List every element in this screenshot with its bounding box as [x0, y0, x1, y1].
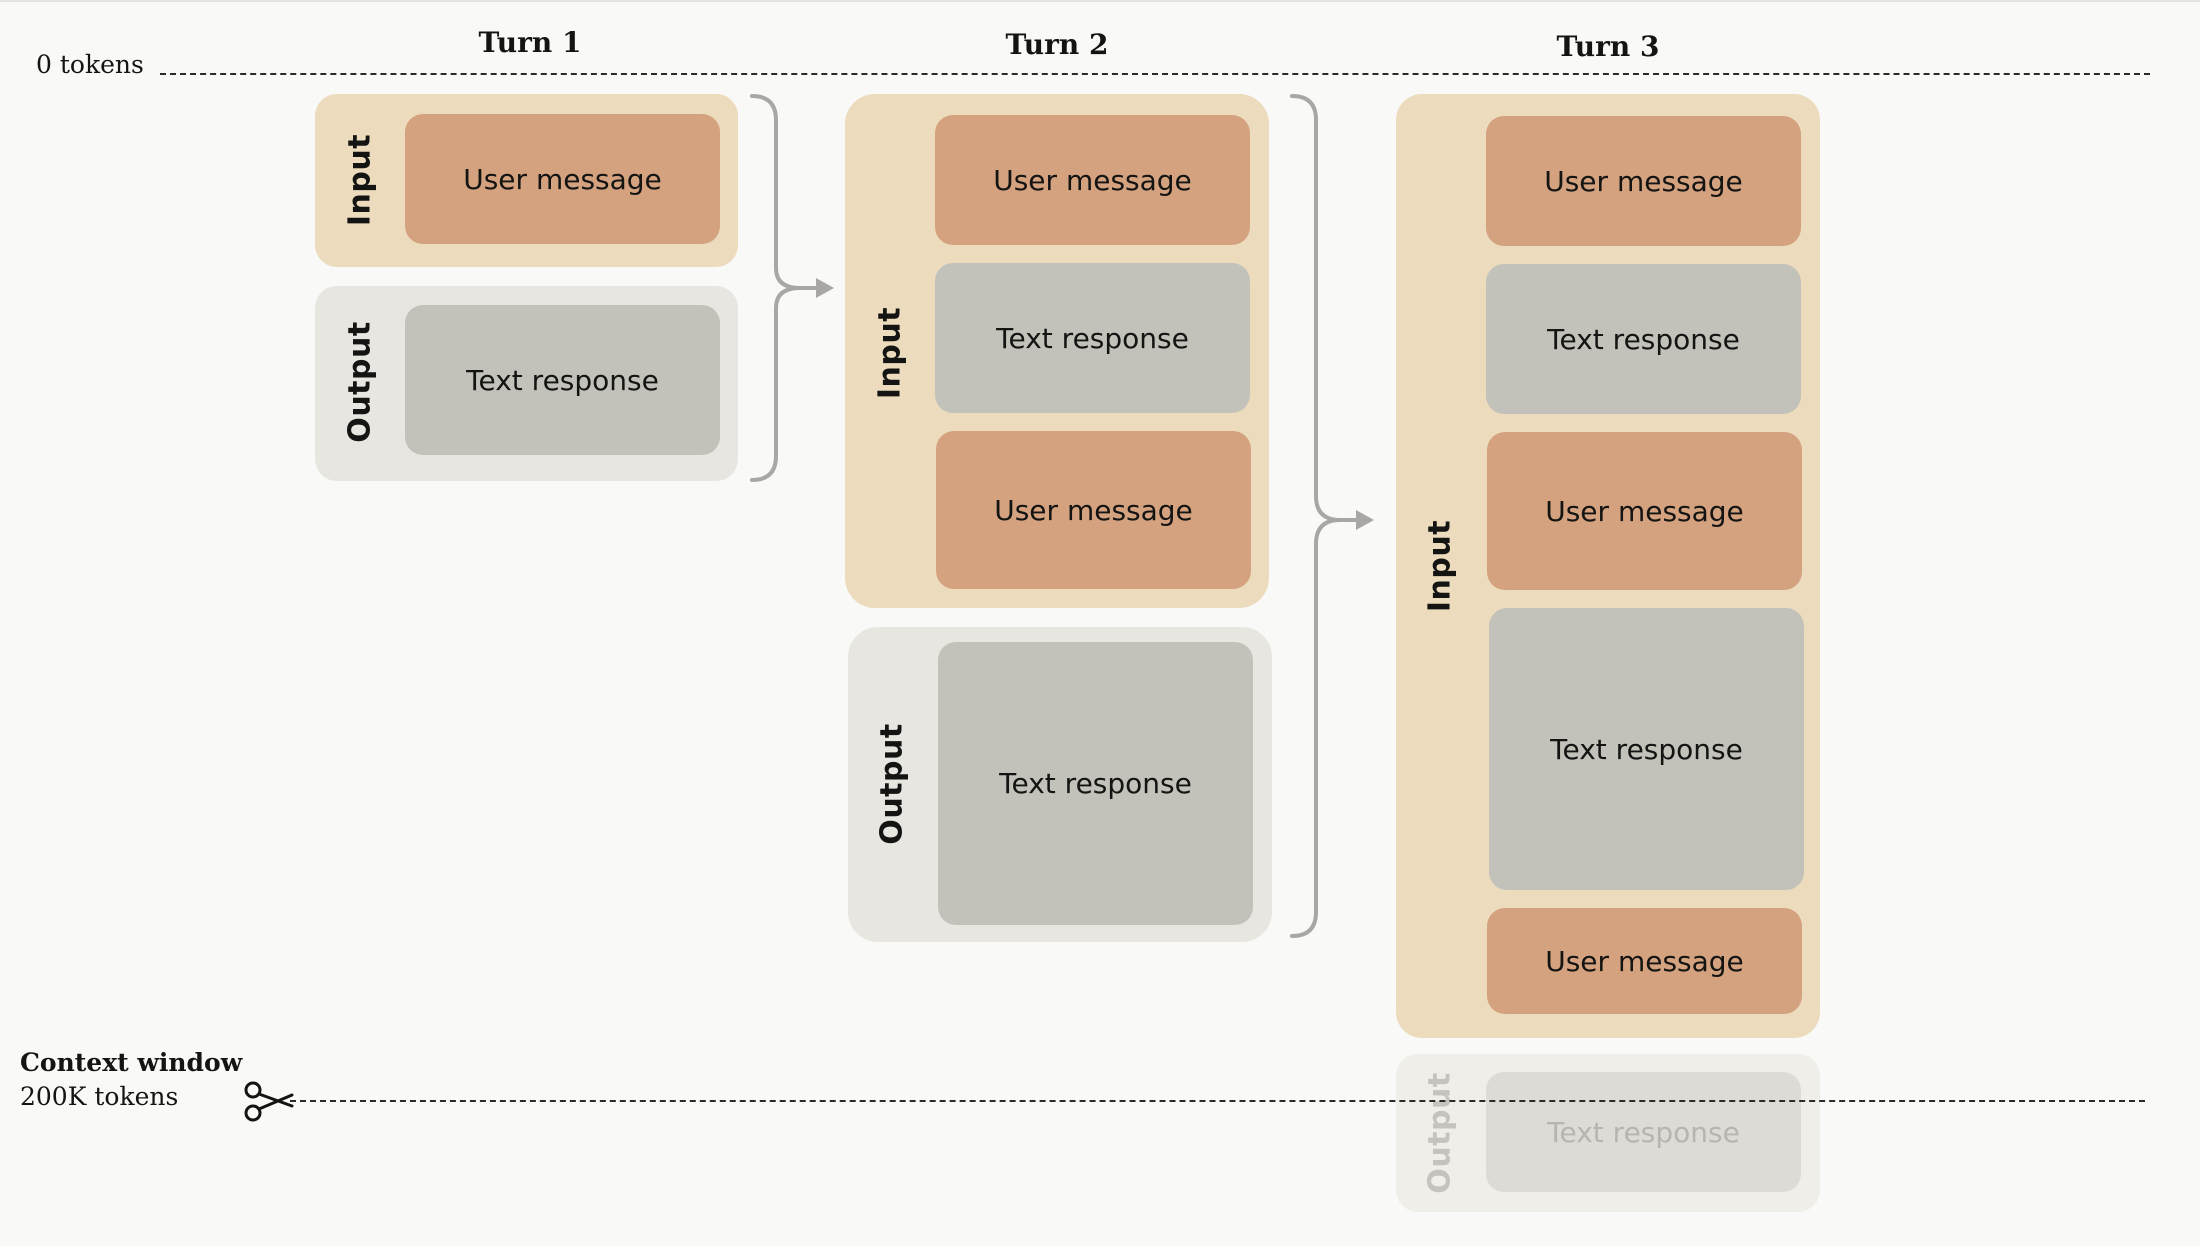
turn-2-title: Turn 2 — [1005, 28, 1109, 61]
zero-tokens-label: 0 tokens — [36, 50, 144, 79]
turn-3-user-message-3: User message — [1487, 908, 1802, 1014]
turn-2-user-message-1: User message — [935, 115, 1250, 245]
turn-3-text-response-2: Text response — [1489, 608, 1804, 890]
turn-2-user-message-2: User message — [936, 431, 1251, 589]
context-window-line — [290, 1100, 2145, 1102]
turn-1-user-message: User message — [405, 114, 720, 244]
zero-tokens-line — [160, 73, 2150, 75]
turn-3-title: Turn 3 — [1556, 30, 1660, 63]
context-window-title: Context window — [20, 1048, 243, 1077]
turn-2-text-response-1: Text response — [935, 263, 1250, 413]
turn-1-text-response: Text response — [405, 305, 720, 455]
turn-3-user-message-1: User message — [1486, 116, 1801, 246]
scissors-icon — [244, 1081, 294, 1122]
arrowhead-1 — [816, 278, 834, 298]
turn-2-text-response-2: Text response — [938, 642, 1253, 925]
bracket-turn-1 — [750, 94, 802, 482]
bracket-turn-2 — [1290, 94, 1342, 938]
turn-3-text-response-1: Text response — [1486, 264, 1801, 414]
context-window-size: 200K tokens — [20, 1082, 179, 1111]
turn-3-text-response-3: Text response — [1486, 1072, 1801, 1192]
turn-1-title: Turn 1 — [478, 26, 582, 59]
turn-3-user-message-2: User message — [1487, 432, 1802, 590]
arrowhead-2 — [1356, 510, 1374, 530]
top-border — [0, 0, 2200, 2]
